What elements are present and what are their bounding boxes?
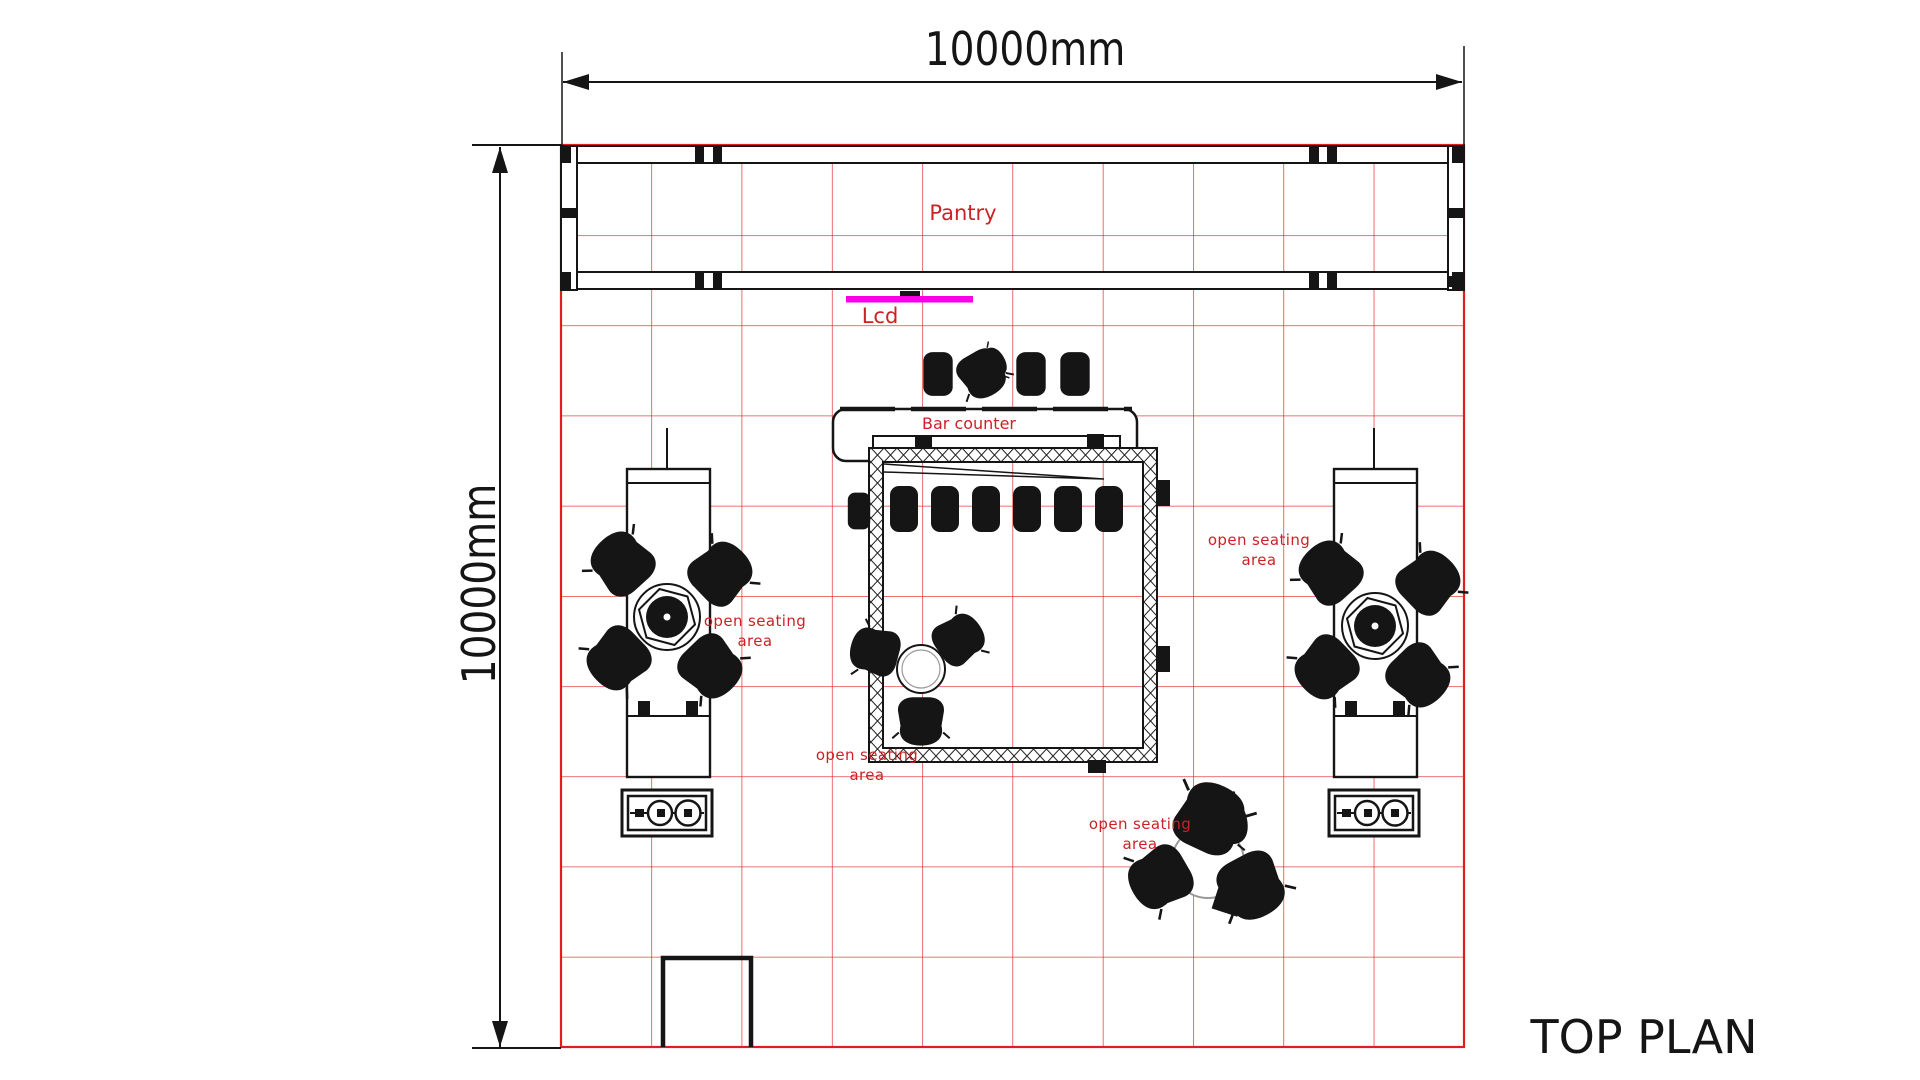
stool bbox=[890, 486, 918, 532]
storage-box-outline bbox=[660, 955, 754, 1047]
pantry-label: Pantry bbox=[929, 200, 997, 225]
arrow-up-icon bbox=[492, 147, 508, 173]
lcd-screen bbox=[846, 291, 973, 303]
stool bbox=[847, 492, 871, 530]
dimension-width-label: 10000mm bbox=[924, 22, 1126, 76]
open-seating-label-center: open seating area bbox=[815, 745, 919, 784]
stool bbox=[923, 352, 953, 396]
arrow-right-icon bbox=[1436, 74, 1462, 90]
lcd-label: Lcd bbox=[861, 303, 899, 328]
side-table bbox=[1211, 883, 1246, 917]
open-seating-label-bottom-right: open seating area bbox=[1088, 814, 1192, 853]
truss-structure bbox=[868, 447, 1170, 773]
truss-tab bbox=[1088, 760, 1106, 773]
top-dimension bbox=[561, 46, 1465, 145]
bar-counter-label: Bar counter bbox=[921, 414, 1017, 434]
truss-tab bbox=[1157, 646, 1170, 672]
stool bbox=[1060, 352, 1090, 396]
stool bbox=[972, 486, 1000, 532]
stool bbox=[1095, 486, 1123, 532]
truss-seating-group bbox=[842, 600, 997, 747]
stool bbox=[931, 486, 959, 532]
stool bbox=[1054, 486, 1082, 532]
drawing-title: TOP PLAN bbox=[1530, 1010, 1758, 1064]
truss-tab bbox=[1157, 480, 1170, 506]
open-seating-label-right: open seating area bbox=[1207, 530, 1311, 569]
stool bbox=[1016, 352, 1046, 396]
stool bbox=[1013, 486, 1041, 532]
pantry-walls bbox=[560, 145, 1465, 291]
left-dimension bbox=[472, 144, 561, 1049]
wall-studs bbox=[561, 146, 1464, 289]
dimension-height-label: 10000mm bbox=[452, 483, 506, 685]
open-seating-label-left: open seating area bbox=[703, 611, 807, 650]
arrow-left-icon bbox=[563, 74, 589, 90]
arrow-down-icon bbox=[492, 1021, 508, 1047]
seating-cluster-bottom-right bbox=[1114, 768, 1302, 934]
